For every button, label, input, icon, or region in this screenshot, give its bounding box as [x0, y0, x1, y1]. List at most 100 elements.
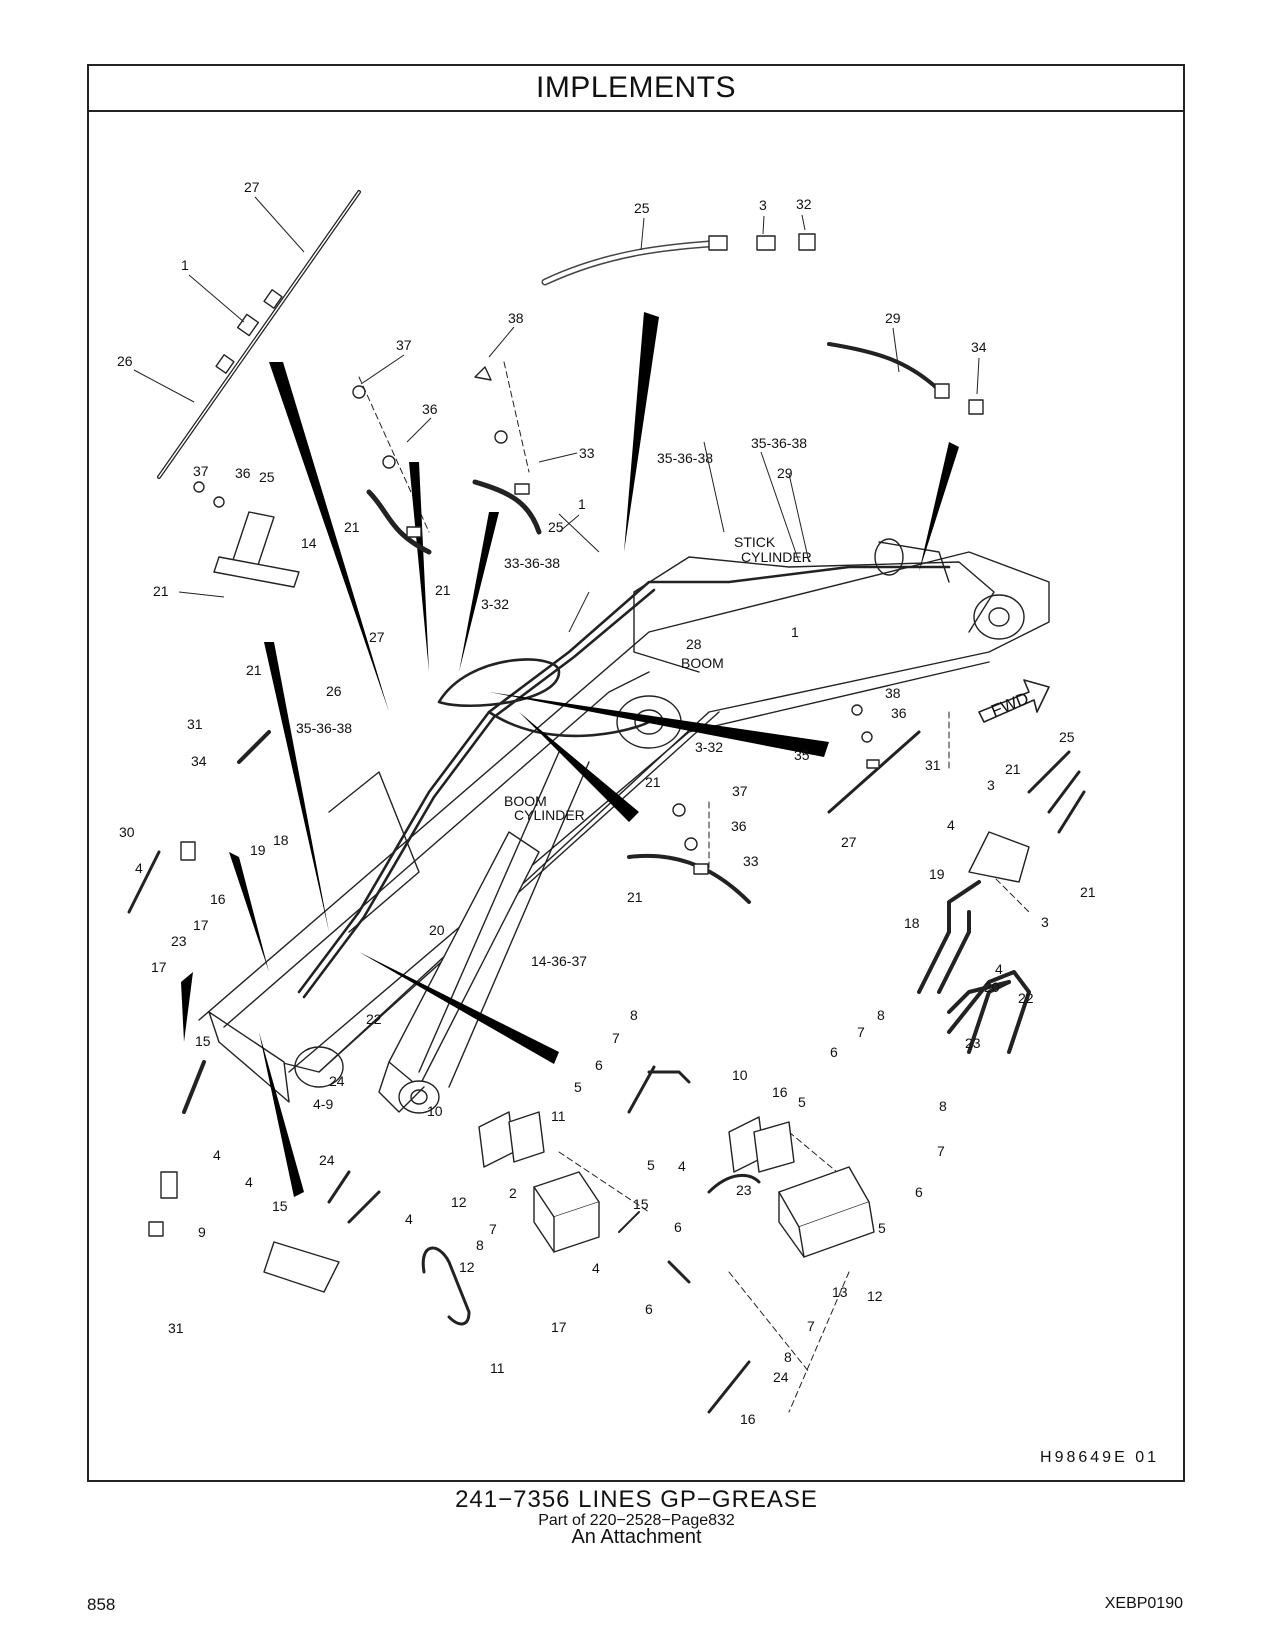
callout: 21: [435, 582, 451, 598]
callout: 7: [857, 1024, 865, 1040]
section-title: IMPLEMENTS: [89, 66, 1183, 112]
callout: 38: [508, 310, 524, 326]
callout: 34: [971, 339, 987, 355]
callout: 24: [773, 1369, 789, 1385]
callout: 16: [740, 1411, 756, 1427]
callout: 17: [193, 917, 209, 933]
document-code: XEBP0190: [1104, 1595, 1183, 1612]
callout: 3: [759, 197, 767, 213]
part-hose-25-top: [541, 233, 816, 286]
callout: 25: [1059, 729, 1075, 745]
callout: 21: [153, 583, 169, 599]
boom-outline: [198, 538, 1050, 1103]
part-hose-21-clip-b: [472, 366, 542, 535]
callout: 36: [891, 705, 907, 721]
callout: 20: [984, 979, 1000, 995]
callout: 23: [736, 1182, 752, 1198]
callout: 3-32: [695, 739, 723, 755]
callout: 30: [119, 824, 135, 840]
callout: 15: [633, 1196, 649, 1212]
callout: 32: [796, 196, 812, 212]
callout: 35-36-38: [657, 450, 713, 466]
callout: 21: [645, 774, 661, 790]
callout: 1: [791, 624, 799, 640]
callout: 36: [731, 818, 747, 834]
callout: 4: [405, 1211, 413, 1227]
callout: 23: [171, 933, 187, 949]
callout: 4: [213, 1147, 221, 1163]
callout: 2: [509, 1185, 517, 1201]
callout: 12: [451, 1194, 467, 1210]
callout: 6: [645, 1301, 653, 1317]
callout: 24: [329, 1073, 345, 1089]
callout: 33-36-38: [504, 555, 560, 571]
callout: 35-36-38: [751, 435, 807, 451]
callout: 15: [195, 1033, 211, 1049]
callout: 21: [1080, 884, 1096, 900]
callout: 24: [319, 1152, 335, 1168]
callout: 3: [1041, 914, 1049, 930]
callout: 17: [551, 1319, 567, 1335]
callout: 25: [259, 469, 275, 485]
callout: 35-36-38: [296, 720, 352, 736]
callout: 19: [929, 866, 945, 882]
callout: 15: [272, 1198, 288, 1214]
grease-line-routing: [297, 565, 951, 999]
caption-part-of: Part of 220−2528−Page832: [538, 1512, 735, 1529]
callout: 28: [686, 636, 702, 652]
callout: 4: [678, 1158, 686, 1174]
label-boom-cyl-1: BOOM: [504, 793, 547, 809]
callout: 21: [344, 519, 360, 535]
callout: 21: [627, 889, 643, 905]
callout: 10: [427, 1103, 443, 1119]
part-clamp-14: [193, 481, 300, 588]
callout: 35: [794, 747, 810, 763]
callout: 27: [841, 834, 857, 850]
part-manifold-2: [421, 1065, 691, 1326]
callout: 26: [326, 683, 342, 699]
callout: 6: [830, 1044, 838, 1060]
callout: 36: [235, 465, 251, 481]
callout-leaders: [133, 196, 980, 633]
callout: 8: [939, 1098, 947, 1114]
callout: 13: [832, 1284, 848, 1300]
callout: 4: [245, 1174, 253, 1190]
callout: 5: [574, 1079, 582, 1095]
part-tube-29: [827, 342, 984, 415]
leader-wedges: [181, 312, 959, 1197]
callout: 22: [366, 1011, 382, 1027]
callout: 5: [878, 1220, 886, 1236]
fwd-arrow: [978, 679, 1050, 723]
part-clip-35: [827, 704, 921, 814]
label-fwd: FWD: [988, 689, 1031, 721]
callout: 20: [429, 922, 445, 938]
callout: 29: [777, 465, 793, 481]
callout: 21: [1005, 761, 1021, 777]
callout: 33: [743, 853, 759, 869]
callout: 7: [807, 1318, 815, 1334]
parts-diagram: STICK CYLINDER BOOM BOOM CYLINDER FWD 27…: [117, 179, 1159, 1466]
boom-cylinder: [378, 751, 590, 1114]
callout: 34: [191, 753, 207, 769]
callout: 4: [995, 961, 1003, 977]
callout: 23: [965, 1035, 981, 1051]
callout: 33: [579, 445, 595, 461]
part-tube-26-27: [157, 190, 361, 479]
callout: 3: [987, 777, 995, 793]
callout: 25: [634, 200, 650, 216]
illustration-frame: IMPLEMENTS: [87, 64, 1185, 1482]
part-tubes-right: [917, 750, 1086, 1054]
callout: 14: [301, 535, 317, 551]
part-clip-33-lower: [627, 803, 751, 904]
callout: 29: [885, 310, 901, 326]
callout: 8: [784, 1349, 792, 1365]
callout: 17: [151, 959, 167, 975]
callout: 5: [647, 1157, 655, 1173]
callout: 11: [551, 1108, 566, 1124]
drawing-id: H98649E 01: [1040, 1449, 1159, 1466]
callout: 26: [117, 353, 133, 369]
callout: 4: [947, 817, 955, 833]
callout: 25: [548, 519, 564, 535]
callout: 1: [181, 257, 189, 273]
callout: 6: [595, 1057, 603, 1073]
